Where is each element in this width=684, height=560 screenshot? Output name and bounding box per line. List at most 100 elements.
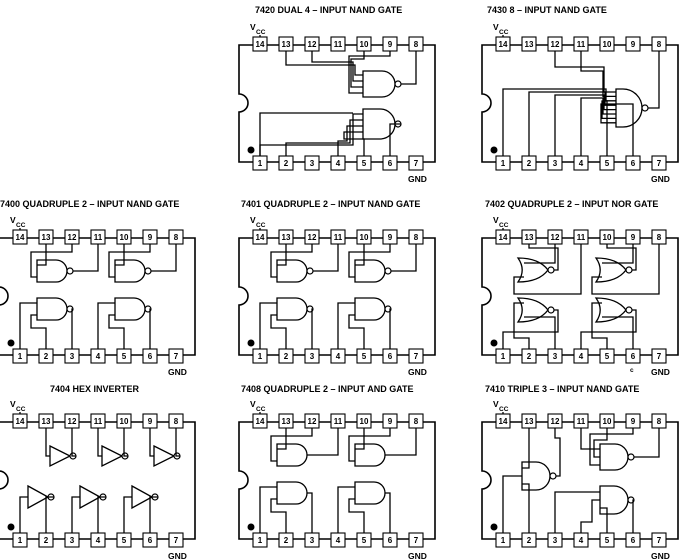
pin1-marker xyxy=(7,339,15,347)
connection-wire xyxy=(348,428,391,462)
vcc-label-subscript: CC xyxy=(499,29,509,36)
pin-number: 13 xyxy=(525,40,534,49)
pin-number: 5 xyxy=(362,352,367,361)
pin-number: 1 xyxy=(501,159,506,168)
pin-box xyxy=(651,155,667,171)
inversion-bubble xyxy=(625,266,633,274)
connection-wire xyxy=(589,428,634,466)
connection-wire xyxy=(591,302,608,349)
pin-number: 12 xyxy=(551,233,560,242)
connection-wire xyxy=(502,88,616,156)
gnd-label: GND xyxy=(408,367,427,377)
pin-number: 3 xyxy=(310,536,315,545)
connection-wire xyxy=(45,496,54,533)
pin-number: 11 xyxy=(334,40,343,49)
connection-wire xyxy=(600,103,634,156)
nor-gate-symbol xyxy=(516,297,549,323)
nand-gate-symbol xyxy=(36,297,68,321)
connection-wire xyxy=(175,428,180,457)
pin-number: 6 xyxy=(388,159,393,168)
pin-box xyxy=(651,348,667,364)
connection-wire xyxy=(115,244,125,266)
vcc-label-subscript: CC xyxy=(256,29,266,36)
connection-wire xyxy=(580,499,600,533)
chip-body xyxy=(481,421,679,540)
connection-wire xyxy=(580,309,637,349)
connection-wire xyxy=(348,51,391,94)
connection-wire xyxy=(385,428,417,456)
connection-wire xyxy=(528,91,616,156)
connection-wire xyxy=(355,428,365,450)
pin-number: 4 xyxy=(579,352,584,361)
pin-number: 2 xyxy=(284,352,289,361)
chip-title: 7404 HEX INVERTER xyxy=(50,384,140,394)
and-gate-symbol xyxy=(276,443,308,467)
chip-body xyxy=(481,237,679,356)
gnd-label: GND xyxy=(408,174,427,184)
pin-number: 3 xyxy=(310,352,315,361)
pin-number: 13 xyxy=(42,233,51,242)
connection-wire xyxy=(285,119,363,156)
vcc-label: V xyxy=(10,399,16,409)
pin-number: 11 xyxy=(334,233,343,242)
pin1-marker xyxy=(247,523,255,531)
pin-number: 10 xyxy=(120,233,129,242)
connection-wire xyxy=(513,302,530,349)
pin-number: 14 xyxy=(499,417,508,426)
connection-wire xyxy=(601,100,616,156)
pin1-marker xyxy=(490,146,498,154)
connection-wire xyxy=(348,244,391,278)
pin-number: 10 xyxy=(360,40,369,49)
pin-number: 12 xyxy=(308,40,317,49)
connection-wire xyxy=(311,308,313,349)
gnd-label: GND xyxy=(651,551,670,560)
pin-number: 3 xyxy=(553,536,558,545)
pin-number: 4 xyxy=(336,159,341,168)
pin-number: 1 xyxy=(18,536,23,545)
vcc-label: V xyxy=(493,399,499,409)
pin-number: 10 xyxy=(603,417,612,426)
connection-wire xyxy=(634,428,660,458)
chip-title: 7408 QUADRUPLE 2 – INPUT AND GATE xyxy=(241,384,414,394)
pin-number: 12 xyxy=(68,417,77,426)
vcc-label-subscript: CC xyxy=(16,406,26,413)
pin-number: 14 xyxy=(16,417,25,426)
pin-number: 7 xyxy=(414,536,419,545)
connection-wire xyxy=(19,302,37,349)
connection-wire xyxy=(348,314,365,349)
connection-wire xyxy=(259,302,277,349)
pin-number: 7 xyxy=(657,159,662,168)
pin-number: 1 xyxy=(501,352,506,361)
inversion-bubble xyxy=(394,80,402,88)
pin-number: 6 xyxy=(148,352,153,361)
gnd-label: GND xyxy=(651,367,670,377)
pin-number: 10 xyxy=(360,417,369,426)
connection-wire xyxy=(149,428,154,457)
nand-gate-symbol xyxy=(276,297,308,321)
inversion-bubble xyxy=(144,267,152,275)
chip-body xyxy=(238,237,436,356)
pin-number: 9 xyxy=(631,417,636,426)
nor-gate-symbol xyxy=(516,257,549,283)
pin1-marker xyxy=(490,523,498,531)
pin-number: 11 xyxy=(577,40,586,49)
connection-wire xyxy=(307,428,339,456)
and-gate-symbol xyxy=(276,481,308,505)
pin-number: 7 xyxy=(414,352,419,361)
connection-wire xyxy=(73,244,99,272)
connection-wire xyxy=(524,316,556,349)
connection-wire xyxy=(554,491,600,533)
chip-title: 7401 QUADRUPLE 2 – INPUT NAND GATE xyxy=(241,199,420,209)
and-gate-symbol xyxy=(354,481,386,505)
nand-gate-symbol xyxy=(521,461,551,491)
pin-number: 10 xyxy=(603,233,612,242)
pin-number: 11 xyxy=(334,417,343,426)
pin-number: 6 xyxy=(631,536,636,545)
nor-gate-symbol xyxy=(594,297,627,323)
pin-number: 13 xyxy=(282,233,291,242)
chip-title: 7420 DUAL 4 – INPUT NAND GATE xyxy=(255,5,402,15)
connection-wire xyxy=(30,244,73,278)
